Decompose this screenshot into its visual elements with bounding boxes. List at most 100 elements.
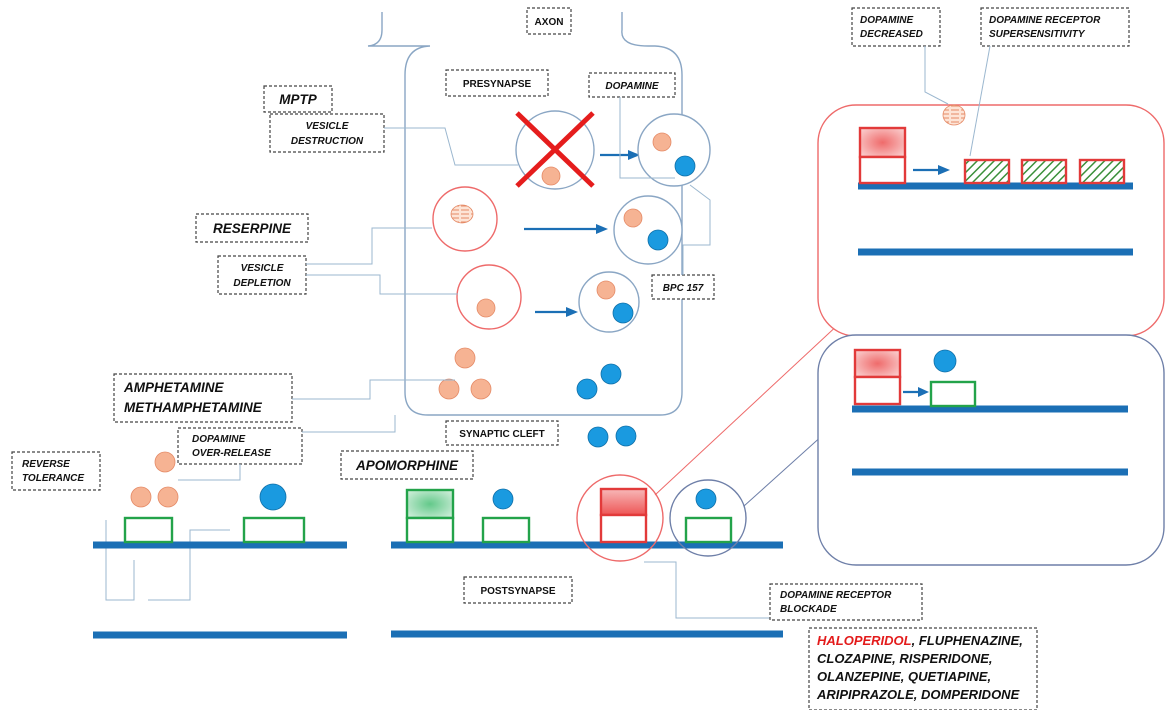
blocked-receptor-top <box>853 348 902 379</box>
svg-text:HALOPERIDOL, FLUPHENAZINE,: HALOPERIDOL, FLUPHENAZINE, <box>817 633 1023 648</box>
precursor-molecule <box>438 378 460 400</box>
antipsychotic-drug-list: HALOPERIDOL, FLUPHENAZINE, CLOZAPINE, RI… <box>808 627 1038 710</box>
svg-text:METHAMPHETAMINE: METHAMPHETAMINE <box>124 400 263 415</box>
svg-text:RESERPINE: RESERPINE <box>213 221 292 236</box>
dopamine-molecule <box>695 488 717 510</box>
svg-text:SUPERSENSITIVITY: SUPERSENSITIVITY <box>989 29 1086 40</box>
precursor-molecule <box>470 378 492 400</box>
precursor-molecule <box>652 132 672 152</box>
apomorphine-bound-receptor-base <box>405 516 455 544</box>
haloperidol-highlight: HALOPERIDOL <box>817 633 912 648</box>
apomorphine-label: APOMORPHINE <box>340 450 474 480</box>
precursor-molecule <box>157 486 179 508</box>
apomorphine-bound-receptor-top <box>405 488 455 520</box>
blocked-receptor-base <box>599 513 648 544</box>
precursor-molecule <box>623 208 643 228</box>
svg-text:DOPAMINE: DOPAMINE <box>860 15 913 26</box>
blockade-zoom-circle <box>576 474 664 562</box>
svg-text:AXON: AXON <box>535 17 564 28</box>
postsynapse-label: POSTSYNAPSE <box>463 576 573 604</box>
reserpine-connector-2 <box>306 274 458 295</box>
dopamine-molecule <box>612 302 634 324</box>
svg-text:MPTP: MPTP <box>279 92 317 107</box>
svg-text:AMPHETAMINE: AMPHETAMINE <box>123 380 224 395</box>
bpc157-connector <box>682 184 711 275</box>
depleted-precursor <box>450 204 474 224</box>
precursor-molecule <box>454 347 476 369</box>
blocked-receptor-top <box>858 126 907 159</box>
presynaptic-terminal-outline <box>367 12 683 416</box>
arrow-to-replacement-vesicle-1 <box>600 150 640 160</box>
reserpine-connector-1 <box>306 227 432 265</box>
blocked-receptor-top <box>599 487 648 517</box>
dopamine-decreased-label: DOPAMINE DECREASED <box>851 7 941 47</box>
dopamine-molecule <box>259 483 287 511</box>
svg-text:DECREASED: DECREASED <box>860 29 923 40</box>
dopamine-label: DOPAMINE <box>588 72 676 98</box>
reserpine-label: RESERPINE <box>195 213 309 243</box>
svg-text:DOPAMINE: DOPAMINE <box>192 434 245 445</box>
decreased-dopamine-molecule <box>942 104 966 126</box>
svg-text:VESICLE: VESICLE <box>306 121 349 132</box>
precursor-molecule <box>541 166 561 186</box>
replacement-vesicle-1 <box>637 113 711 187</box>
overrelease-connector-2 <box>178 464 241 481</box>
dopamine-receptor <box>929 380 977 408</box>
reverse-tolerance-label: REVERSE TOLERANCE <box>11 451 101 491</box>
upregulation-arrow <box>913 165 950 175</box>
dopamine-molecule <box>933 349 957 373</box>
svg-text:VESICLE: VESICLE <box>241 263 284 274</box>
dopamine-molecule <box>647 229 669 251</box>
normal-zoom-circle <box>669 479 747 557</box>
dopamine-molecule <box>576 378 598 400</box>
dopamine-receptor <box>481 516 531 544</box>
precursor-molecule <box>154 451 176 473</box>
arrow-to-replacement-vesicle-2 <box>524 224 608 234</box>
dopamine-molecule <box>615 425 637 447</box>
overrelease-connector <box>302 415 396 433</box>
svg-text:DOPAMINE: DOPAMINE <box>605 81 658 92</box>
precursor-molecule <box>596 280 616 300</box>
svg-text:DESTRUCTION: DESTRUCTION <box>291 136 364 147</box>
svg-text:DOPAMINE RECEPTOR: DOPAMINE RECEPTOR <box>989 15 1101 26</box>
precursor-molecule <box>476 298 496 318</box>
blocked-receptor-base <box>858 155 907 185</box>
blockade-connector <box>644 561 770 619</box>
replacement-vesicle-2 <box>613 195 683 265</box>
svg-text:APOMORPHINE: APOMORPHINE <box>355 458 459 473</box>
svg-text:BLOCKADE: BLOCKADE <box>780 604 837 615</box>
svg-text:PRESYNAPSE: PRESYNAPSE <box>463 79 532 90</box>
dopamine-molecule <box>492 488 514 510</box>
supersensitivity-connector <box>969 45 991 157</box>
dopamine-receptor <box>242 516 306 544</box>
receptor-blockade-label: DOPAMINE RECEPTOR BLOCKADE <box>769 583 923 621</box>
dopamine-molecule <box>587 426 609 448</box>
vesicle-depletion-label: VESICLE DEPLETION <box>217 255 307 295</box>
supersensitive-receptor <box>1020 158 1068 185</box>
dopamine-molecule <box>674 155 696 177</box>
dopamine-receptor <box>123 516 174 544</box>
reverse-tolerance-connector-2 <box>148 529 230 601</box>
dopamine-connector <box>619 97 675 179</box>
amphetamine-connector <box>292 379 455 400</box>
mptp-label: MPTP <box>263 85 333 113</box>
supersensitive-receptor <box>963 158 1011 185</box>
decreased-connector <box>924 46 949 105</box>
dopamine-molecule <box>600 363 622 385</box>
destruction-x-icon <box>515 111 595 188</box>
svg-text:TOLERANCE: TOLERANCE <box>22 473 84 484</box>
svg-text:ARIPIPRAZOLE, DOMPERIDONE: ARIPIPRAZOLE, DOMPERIDONE <box>816 687 1020 702</box>
supersensitive-receptor <box>1078 158 1126 185</box>
svg-text:BPC 157: BPC 157 <box>663 283 704 294</box>
bpc157-label: BPC 157 <box>651 274 715 300</box>
svg-text:POSTSYNAPSE: POSTSYNAPSE <box>480 586 555 597</box>
blocked-receptor-base <box>853 375 902 406</box>
svg-text:OLANZEPINE, QUETIAPINE,: OLANZEPINE, QUETIAPINE, <box>817 669 991 684</box>
dopamine-overrelease-label: DOPAMINE OVER-RELEASE <box>177 427 303 465</box>
receptor-supersensitivity-label: DOPAMINE RECEPTOR SUPERSENSITIVITY <box>980 7 1130 47</box>
mptp-connector <box>384 127 518 166</box>
dopamine-receptor <box>684 516 733 544</box>
amphetamine-label: AMPHETAMINE METHAMPHETAMINE <box>113 373 293 423</box>
svg-text:OVER-RELEASE: OVER-RELEASE <box>192 448 271 459</box>
